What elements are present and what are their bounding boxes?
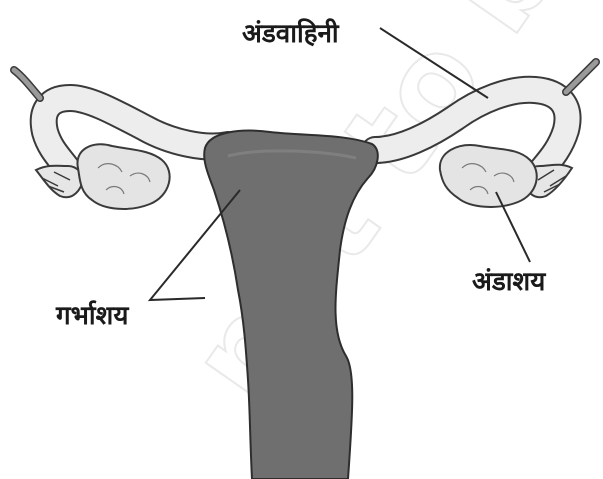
left-ovary <box>77 144 169 209</box>
ovary-label: अंडाशय <box>472 267 546 297</box>
fallopian-tube-label: अंडवाहिनी <box>242 18 340 49</box>
uterus-label: गर्भाशय <box>55 300 129 331</box>
right-ovary <box>440 145 537 207</box>
